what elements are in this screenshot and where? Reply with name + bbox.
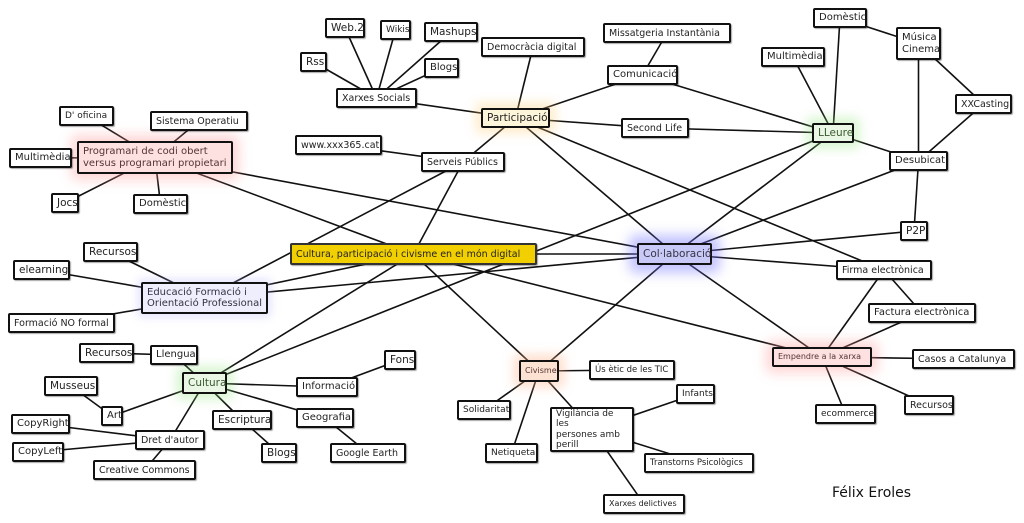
node-solidaritat[interactable]: Solidaritat bbox=[457, 400, 511, 420]
edge-collaboracio-civisme bbox=[538, 253, 676, 372]
node-recursos2[interactable]: Recursos bbox=[79, 343, 134, 363]
edge-serveis-educacio bbox=[204, 161, 464, 299]
node-usetic[interactable]: Ús ètic de les TIC bbox=[589, 360, 675, 380]
node-geografia[interactable]: Geografia bbox=[296, 408, 354, 428]
node-participacio[interactable]: Participació bbox=[481, 108, 550, 128]
edge-serveis-center bbox=[412, 161, 464, 255]
node-infants[interactable]: Infants bbox=[676, 384, 715, 404]
edge-participacio-firma bbox=[515, 117, 885, 271]
edge-cultura-center bbox=[204, 253, 414, 384]
node-xarxesdel[interactable]: Xarxes delictives bbox=[603, 494, 685, 514]
node-programari[interactable]: Programari de codi obert versus programa… bbox=[77, 141, 233, 174]
node-xarxes[interactable]: Xarxes Socials bbox=[336, 88, 417, 108]
node-informacio[interactable]: Informació bbox=[296, 377, 358, 397]
node-secondlife[interactable]: Second Life bbox=[621, 118, 689, 138]
node-p2p[interactable]: P2P bbox=[900, 221, 928, 241]
node-firma[interactable]: Firma electrònica bbox=[836, 260, 932, 280]
node-multimedia1[interactable]: Multimèdia bbox=[9, 148, 72, 168]
edge-participacio-collaboracio bbox=[514, 117, 676, 255]
node-democracia[interactable]: Democràcia digital bbox=[481, 37, 585, 57]
node-factura[interactable]: Factura electrònica bbox=[868, 303, 976, 323]
node-xxcasting[interactable]: XXCasting bbox=[955, 94, 1012, 114]
node-blogs2[interactable]: Blogs bbox=[261, 443, 297, 463]
node-mashups[interactable]: Mashups bbox=[424, 22, 478, 42]
node-transtorns[interactable]: Transtorns Psicològics bbox=[644, 453, 754, 473]
node-educacio[interactable]: Educació Formació i Orientació Professio… bbox=[141, 282, 268, 314]
node-lleure[interactable]: LLeure bbox=[812, 123, 854, 143]
node-center[interactable]: Cultura, participació i civisme en el mó… bbox=[290, 243, 537, 265]
node-google[interactable]: Google Earth bbox=[330, 443, 406, 463]
node-creative[interactable]: Creative Commons bbox=[93, 460, 196, 480]
node-art[interactable]: Art bbox=[101, 406, 123, 426]
node-domestic2[interactable]: Domèstic bbox=[813, 8, 867, 28]
node-recursos3[interactable]: Recursos bbox=[904, 395, 954, 415]
edge-lleure-domestic2 bbox=[832, 17, 841, 134]
node-collaboracio[interactable]: Col·laboració bbox=[637, 243, 712, 265]
node-dret[interactable]: Dret d'autor bbox=[135, 430, 205, 450]
edge-center-civisme bbox=[412, 253, 540, 372]
node-comunicacio[interactable]: Comunicació bbox=[607, 65, 678, 85]
node-llengua[interactable]: Llengua bbox=[150, 345, 198, 365]
node-web2[interactable]: Web.2 bbox=[325, 18, 365, 38]
edge-center-empendre bbox=[413, 253, 823, 358]
node-escriptura[interactable]: Escriptura bbox=[212, 410, 272, 430]
node-elearning[interactable]: elearning bbox=[13, 260, 70, 280]
edge-civisme-netiqueta bbox=[510, 370, 540, 454]
node-musseus[interactable]: Musseus bbox=[44, 376, 98, 396]
edge-lleure-multimedia2 bbox=[792, 56, 834, 134]
node-ecommerce[interactable]: ecommerce bbox=[815, 404, 876, 424]
node-casos[interactable]: Casos a Catalunya bbox=[912, 349, 1015, 369]
node-recursos1[interactable]: Recursos bbox=[83, 242, 138, 262]
node-missatgeria[interactable]: Missatgeria Instantània bbox=[603, 23, 731, 43]
node-domestic1[interactable]: Domèstic bbox=[133, 194, 188, 214]
node-copyleft[interactable]: CopyLeft bbox=[12, 442, 64, 462]
node-netiqueta[interactable]: Netiqueta bbox=[485, 443, 538, 463]
node-www[interactable]: www.xxx365.cat bbox=[295, 135, 382, 155]
node-musica[interactable]: Música Cinema bbox=[896, 27, 941, 60]
node-rss[interactable]: Rss bbox=[300, 52, 327, 72]
node-fons[interactable]: Fons bbox=[384, 350, 416, 370]
edge-collaboracio-lleure bbox=[674, 132, 834, 255]
edge-xarxes-web2 bbox=[344, 27, 378, 99]
edge-desubicat-p2p bbox=[913, 160, 920, 232]
node-formacio[interactable]: Formació NO formal bbox=[8, 313, 115, 333]
edge-xarxes-wikis bbox=[375, 29, 397, 99]
node-sistema[interactable]: Sistema Operatiu bbox=[150, 111, 248, 131]
node-desubicat[interactable]: Desubicat bbox=[889, 151, 948, 171]
node-cultura[interactable]: Cultura bbox=[182, 372, 227, 394]
node-vigilancia[interactable]: Vigilància de les persones amb perill bbox=[550, 407, 634, 452]
edge-collaboracio-empendre bbox=[674, 253, 823, 358]
author-signature: Félix Eroles bbox=[832, 485, 912, 501]
node-copyright[interactable]: CopyRight bbox=[11, 414, 70, 434]
edge-collaboracio-p2p bbox=[674, 230, 915, 255]
node-blogs1[interactable]: Blogs bbox=[424, 58, 459, 78]
node-empendre[interactable]: Empendre a la xarxa bbox=[772, 347, 872, 367]
node-serveis[interactable]: Serveis Públics bbox=[421, 152, 505, 172]
node-jocs[interactable]: Jocs bbox=[51, 193, 79, 213]
edge-programari-collaboracio bbox=[154, 156, 675, 255]
edge-educacio-collaboracio bbox=[204, 253, 675, 299]
edge-collaboracio-desubicat bbox=[674, 160, 919, 255]
edge-firma-empendre bbox=[821, 269, 885, 358]
node-civisme[interactable]: Civisme bbox=[519, 360, 559, 382]
node-doficina[interactable]: D' oficina bbox=[59, 106, 114, 126]
edge-xarxes-mashups bbox=[375, 31, 452, 99]
node-multimedia2[interactable]: Multimèdia bbox=[761, 47, 825, 67]
node-wikis[interactable]: Wikis bbox=[380, 20, 411, 40]
edge-participacio-democracia bbox=[514, 46, 534, 119]
